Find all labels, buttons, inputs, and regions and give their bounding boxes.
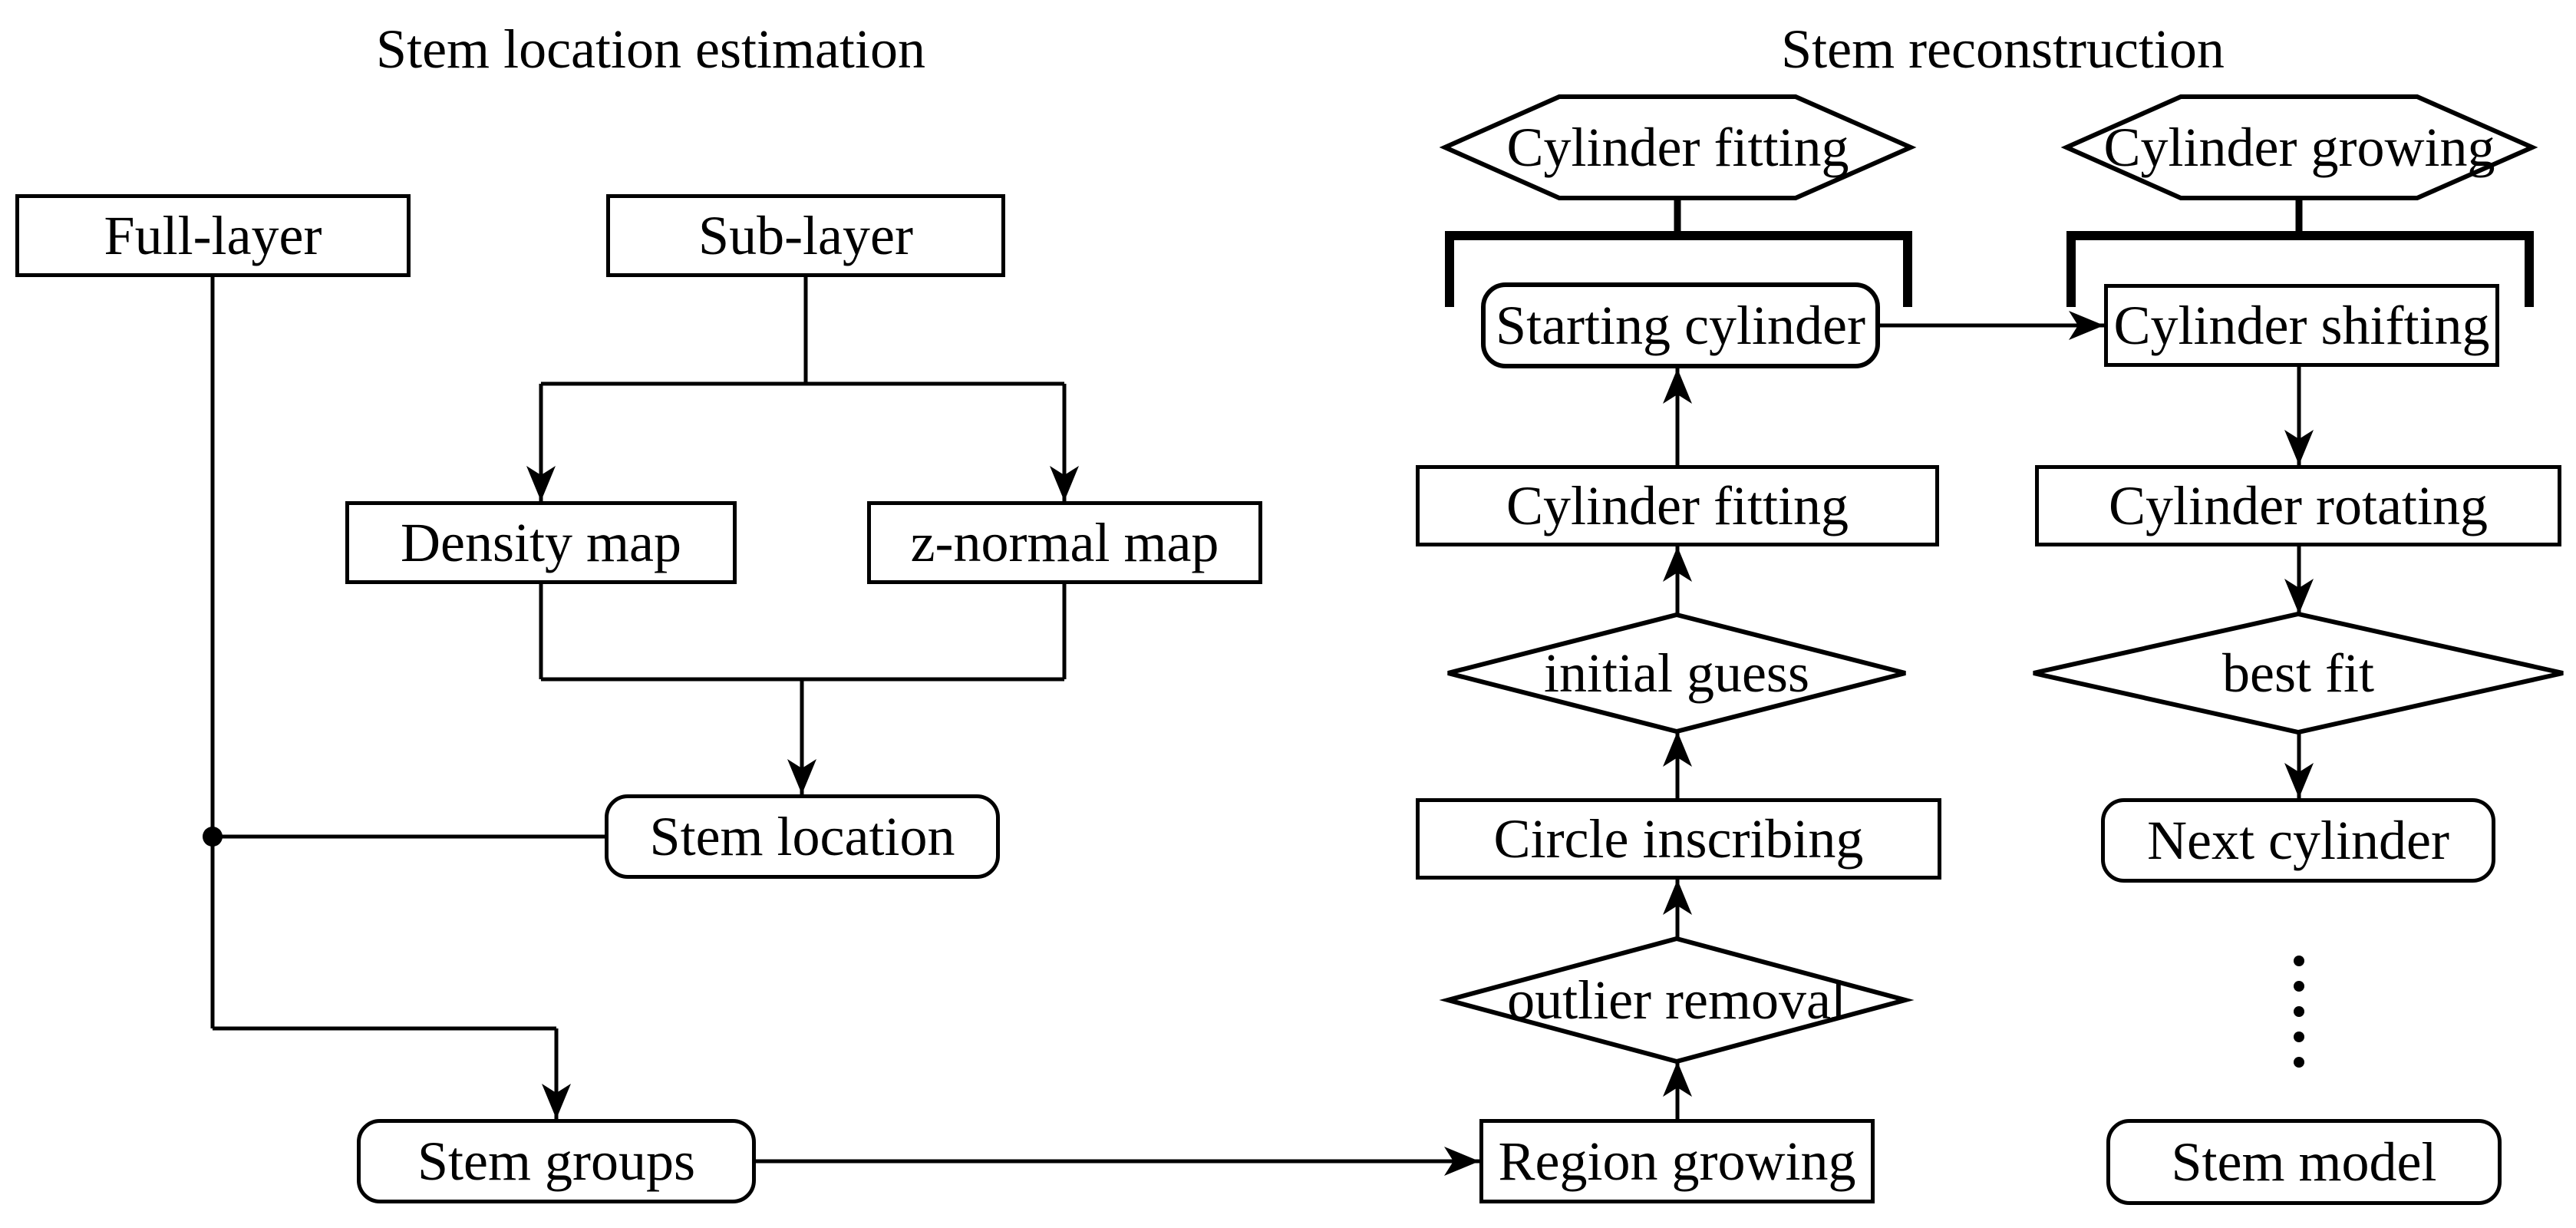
node-region-growing: Region growing: [1479, 1119, 1875, 1203]
section-title-stem-location-estimation: Stem location estimation: [376, 18, 925, 80]
node-stem-model: Stem model: [2106, 1119, 2502, 1205]
diamond-label-initial-guess: initial guess: [1544, 642, 1809, 704]
node-label: Full-layer: [104, 205, 322, 266]
node-label: Stem groups: [417, 1131, 695, 1192]
node-label: Stem location: [649, 806, 955, 867]
diamond-label-best-fit: best fit: [2222, 642, 2374, 704]
ellipsis-dot: [2294, 1032, 2304, 1042]
node-circle-inscribing: Circle inscribing: [1416, 798, 1941, 880]
node-label: z-normal map: [910, 512, 1219, 573]
node-cylinder-shifting: Cylinder shifting: [2104, 284, 2499, 367]
node-label: Starting cylinder: [1496, 295, 1865, 356]
hexagon-label-cylinder-growing: Cylinder growing: [2103, 117, 2495, 178]
node-label: Cylinder rotating: [2109, 475, 2488, 536]
node-next-cylinder: Next cylinder: [2101, 798, 2495, 883]
node-stem-location: Stem location: [605, 794, 1000, 879]
node-cylinder-rotating: Cylinder rotating: [2035, 465, 2561, 546]
section-title-stem-reconstruction: Stem reconstruction: [1781, 18, 2225, 80]
bracket-cylinder-growing: [2066, 231, 2534, 307]
node-label: Stem model: [2171, 1131, 2437, 1193]
ellipsis-dot: [2294, 1057, 2304, 1068]
node-sub-layer: Sub-layer: [606, 194, 1005, 277]
hexagon-cylinder-fitting: [1439, 94, 1917, 200]
node-z-normal-map: z-normal map: [867, 501, 1262, 584]
node-label: Circle inscribing: [1493, 808, 1864, 870]
node-label: Region growing: [1498, 1131, 1856, 1192]
junction-dot: [203, 827, 223, 847]
node-label: Next cylinder: [2147, 810, 2449, 871]
node-label: Sub-layer: [698, 205, 913, 266]
node-label: Cylinder shifting: [2113, 295, 2490, 356]
ellipsis-dot: [2294, 1006, 2304, 1017]
bracket-cylinder-fitting: [1445, 231, 1912, 307]
node-full-layer: Full-layer: [15, 194, 411, 277]
node-starting-cylinder: Starting cylinder: [1481, 282, 1880, 368]
hexagon-label-cylinder-fitting: Cylinder fitting: [1506, 117, 1849, 178]
node-label: Density map: [401, 512, 681, 573]
ellipsis-dot: [2294, 981, 2304, 992]
vertical-ellipsis-dots: [2294, 956, 2304, 1068]
node-density-map: Density map: [345, 501, 737, 584]
node-cylinder-fitting-step: Cylinder fitting: [1416, 465, 1939, 546]
hexagon-cylinder-growing: [2060, 94, 2538, 200]
diamond-label-outlier-removal: outlier removal: [1507, 969, 1846, 1031]
node-stem-groups: Stem groups: [357, 1119, 756, 1203]
ellipsis-dot: [2294, 956, 2304, 966]
node-label: Cylinder fitting: [1506, 475, 1849, 536]
